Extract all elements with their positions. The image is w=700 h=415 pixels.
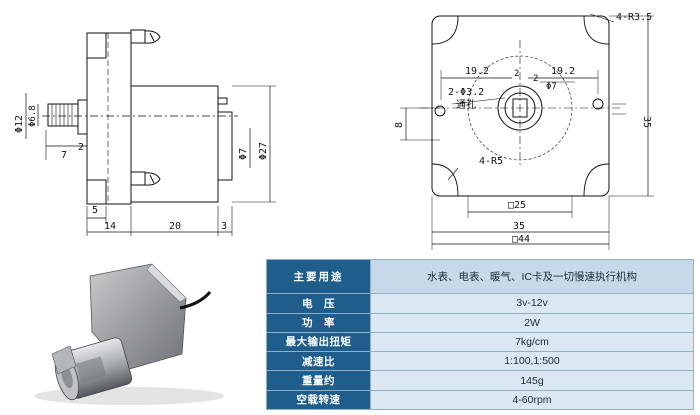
spec-value-usage: 水表、电表、暖气、IC卡及一切慢速执行机构 <box>370 258 694 295</box>
dim-hole-label: 2-Φ3.2 <box>448 87 484 98</box>
output-hub <box>77 99 88 135</box>
spec-row: 重量约 145g <box>266 370 694 391</box>
dim-r5: 4-R5 <box>479 156 503 167</box>
dim-len14: 14 <box>104 221 116 232</box>
side-view <box>25 29 276 236</box>
spec-row: 减速比 1:100,1:500 <box>266 351 694 372</box>
spec-key: 减速比 <box>266 351 371 372</box>
output-shaft <box>47 103 79 127</box>
spec-row: 电 压 3v-12v <box>266 293 694 314</box>
dim-len8: 8 <box>394 122 405 128</box>
dim-corner-radius: 4-R3.5 <box>616 12 652 23</box>
dim-len2: 2 <box>78 142 84 153</box>
gearbox-housing <box>86 32 132 205</box>
gear-motor-image <box>34 263 224 405</box>
dim-d12: Φ12 <box>14 115 25 133</box>
front-view <box>400 13 654 250</box>
dim-gap2-right: 2 <box>533 74 538 84</box>
spec-value: 7kg/cm <box>370 331 694 353</box>
motor-end-cap <box>217 111 233 181</box>
spec-value: 3v-12v <box>370 293 694 314</box>
screw-top <box>130 29 161 44</box>
dim-len5: 5 <box>92 205 98 216</box>
spec-key: 电 压 <box>266 293 371 314</box>
photo-wire <box>179 291 212 310</box>
dim-len7: 7 <box>61 150 67 161</box>
dim-d7: Φ7 <box>238 148 249 160</box>
dim-left-19-2: 19.2 <box>465 66 489 77</box>
spec-key: 重量约 <box>266 370 371 391</box>
dim-sq25: □25 <box>508 200 526 211</box>
dim-shaft-d7: Φ7 <box>546 82 557 92</box>
spec-row: 空载转速 4-60rpm <box>266 389 694 411</box>
dim-gap2-left: 2 <box>514 69 519 79</box>
spec-table: 主要用途 水表、电表、暖气、IC卡及一切慢速执行机构 电 压 3v-12v 功 … <box>266 258 694 411</box>
screw-bottom <box>130 171 161 186</box>
output-boss <box>497 85 543 131</box>
spec-row: 最大输出扭矩 7kg/cm <box>266 331 694 353</box>
spec-key: 功 率 <box>266 312 371 333</box>
housing-bottom-tab <box>86 179 107 205</box>
spec-value: 145g <box>370 370 694 391</box>
mount-hole-left <box>434 105 446 117</box>
dim-d27: Φ27 <box>258 142 269 160</box>
front-outline <box>431 15 610 197</box>
spec-value: 1:100,1:500 <box>370 351 694 372</box>
dim-len20: 20 <box>169 221 181 232</box>
dim-len3: 3 <box>221 221 227 232</box>
mount-hole-right <box>592 98 604 110</box>
photo-motor <box>54 337 133 401</box>
dim-d6-8: Φ6.8 <box>28 105 38 127</box>
label-through-hole: 通孔 <box>456 99 476 111</box>
dim-sq44: □44 <box>512 234 530 245</box>
spec-value: 4-60rpm <box>370 389 694 411</box>
spec-row-header: 主要用途 水表、电表、暖气、IC卡及一切慢速执行机构 <box>266 258 694 295</box>
dim-h35: 35 <box>641 116 652 128</box>
spec-row: 功 率 2W <box>266 312 694 333</box>
terminal-tab <box>217 97 228 105</box>
housing-top-tab <box>86 32 107 59</box>
spec-value: 2W <box>370 312 694 333</box>
spec-key: 最大输出扭矩 <box>266 331 371 353</box>
dim-w35: 35 <box>513 221 525 232</box>
spec-key-usage: 主要用途 <box>266 258 371 295</box>
product-photo <box>4 258 254 410</box>
dim-right-19-2: 19.2 <box>551 66 575 77</box>
spec-key: 空载转速 <box>266 389 371 411</box>
